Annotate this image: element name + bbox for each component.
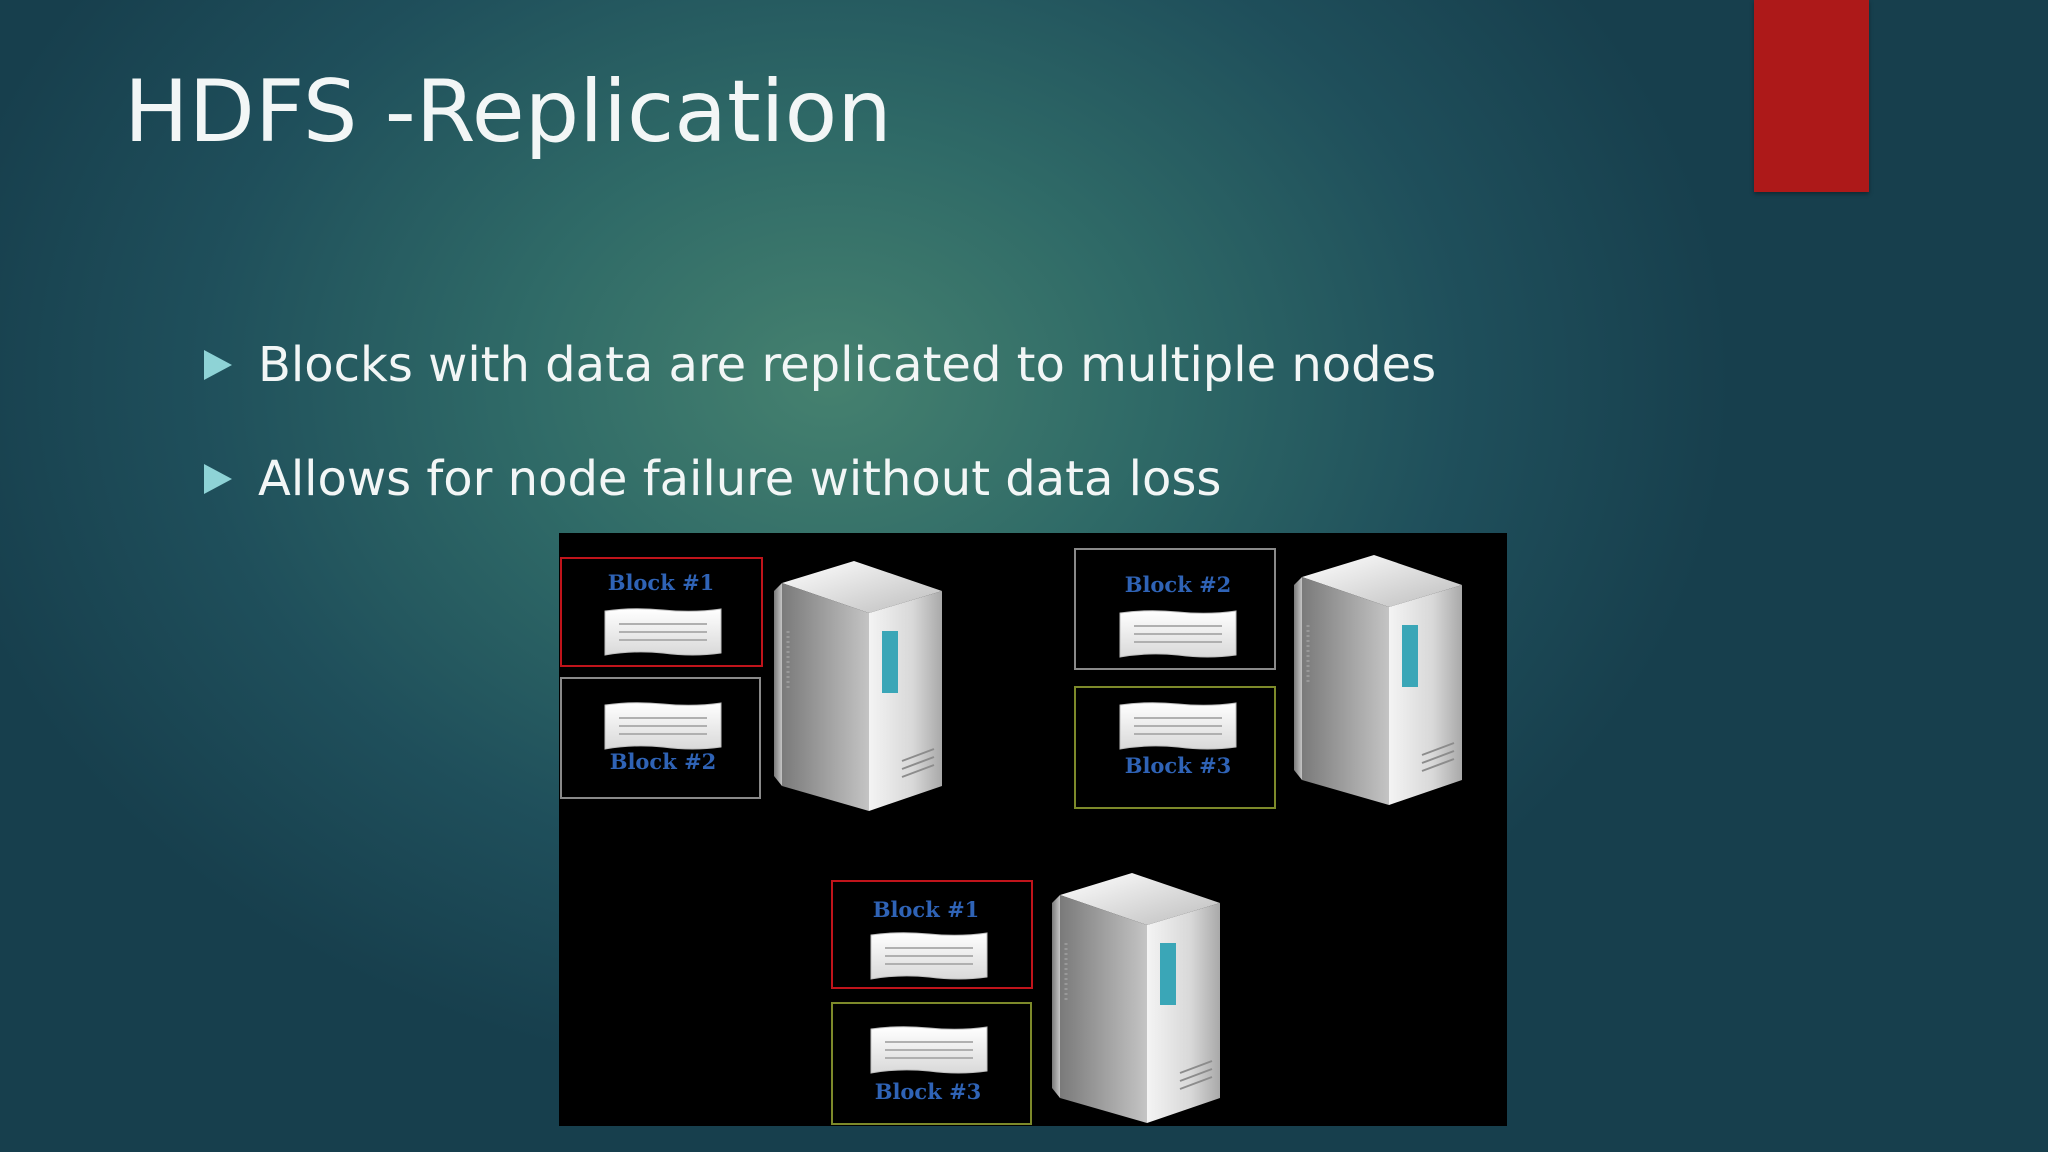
document-icon	[604, 701, 722, 750]
data-node: Block #2 Block #3	[1074, 548, 1464, 809]
document-icon	[1119, 701, 1237, 750]
data-node: Block #1 Block #3	[831, 871, 1222, 1125]
data-node: Block #1 Block #2	[560, 557, 944, 813]
block-box: Block #1	[560, 557, 763, 667]
block-label: Block #1	[873, 897, 980, 922]
block-box: Block #2	[1074, 548, 1276, 670]
accent-bar	[1754, 0, 1869, 192]
block-label: Block #3	[875, 1079, 982, 1104]
block-box: Block #3	[1074, 686, 1276, 809]
server-icon	[1050, 871, 1222, 1125]
block-box: Block #2	[560, 677, 761, 799]
bullet-item: Allows for node failure without data los…	[204, 444, 1221, 514]
replication-diagram: Block #1 Block #2 Block #2 Block #3	[559, 533, 1507, 1126]
document-icon	[870, 931, 988, 980]
block-label: Block #1	[608, 570, 715, 595]
document-icon	[604, 607, 722, 656]
block-label: Block #2	[1125, 572, 1232, 597]
server-icon	[1292, 553, 1464, 807]
document-icon	[870, 1025, 988, 1074]
replication-diagram-svg: Block #1 Block #2 Block #2 Block #3	[560, 548, 1464, 1125]
document-icon	[1119, 609, 1237, 658]
triangle-bullet-icon	[204, 464, 232, 494]
bullet-text: Blocks with data are replicated to multi…	[258, 337, 1437, 393]
triangle-bullet-icon	[204, 350, 232, 380]
block-label: Block #2	[610, 749, 717, 774]
block-box: Block #3	[831, 1002, 1032, 1125]
server-icon	[772, 559, 944, 813]
block-label: Block #3	[1125, 753, 1232, 778]
bullet-text: Allows for node failure without data los…	[258, 451, 1222, 507]
bullet-item: Blocks with data are replicated to multi…	[204, 330, 1436, 400]
slide-title: HDFS -Replication	[124, 62, 892, 162]
block-box: Block #1	[831, 880, 1033, 989]
